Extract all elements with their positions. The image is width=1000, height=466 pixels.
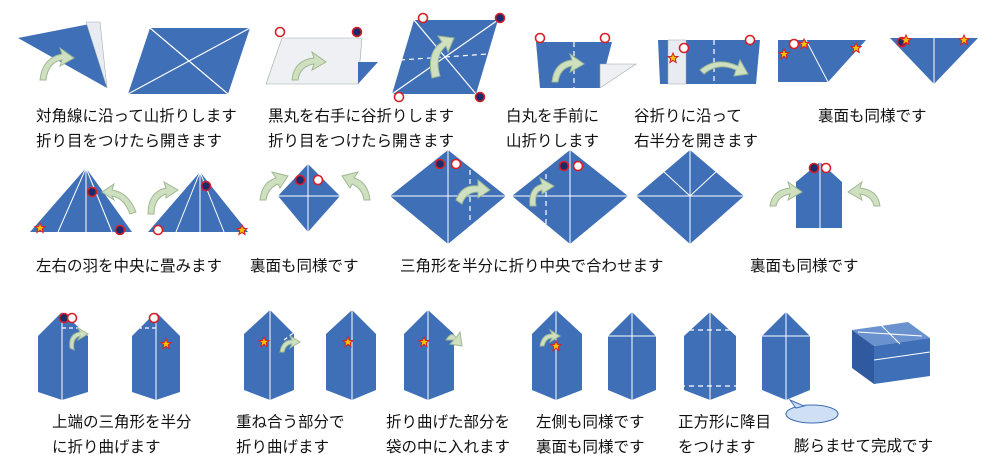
step-1-figure xyxy=(18,21,108,89)
step-13b-figure xyxy=(608,312,656,400)
fold-arrow-icon xyxy=(769,180,803,207)
caption-line: に折り曲げます xyxy=(52,438,161,456)
step-11b-figure xyxy=(326,310,376,400)
step-8b-figure xyxy=(512,150,628,244)
step-12-figure xyxy=(404,310,463,400)
caption-line: 右半分を開きます xyxy=(634,132,759,150)
step-11-figure xyxy=(244,310,317,400)
fold-arrow-icon xyxy=(539,328,561,347)
step-15-figure xyxy=(785,322,931,424)
fold-arrow-icon xyxy=(445,330,463,347)
caption-line: 山折りします xyxy=(506,132,600,150)
fold-arrow-icon xyxy=(429,35,455,79)
caption-line: 折り目をつけたら開きます xyxy=(36,132,223,150)
caption-step-12: 折り曲げた部分を 袋の中に入れます xyxy=(386,410,510,460)
step-9-figure xyxy=(769,162,881,228)
caption-line: 対角線に沿って山折りします xyxy=(36,107,237,125)
caption-step-7: 裏面も同様です xyxy=(250,254,359,279)
step-2b-figure xyxy=(391,12,506,103)
caption-line: 裏面も同様です xyxy=(818,107,927,125)
fold-arrow-icon xyxy=(341,171,371,201)
caption-line: 上端の三角形を半分 xyxy=(52,413,192,431)
fold-arrow-icon xyxy=(455,178,491,205)
step-7-figure xyxy=(259,164,371,232)
fold-arrow-icon xyxy=(847,180,881,207)
fold-arrow-icon xyxy=(291,50,327,81)
caption-line: 左側も同様です xyxy=(536,413,645,431)
caption-step-2: 黒丸を右手に谷折りします 折り目をつけたら開きます xyxy=(268,104,454,154)
fold-arrow-icon xyxy=(147,180,179,215)
step-6b-figure xyxy=(147,171,248,236)
step-13-figure xyxy=(532,310,582,400)
step-10-figure xyxy=(38,312,96,400)
caption-step-15: 膨らませて完成です xyxy=(794,434,933,459)
step-4-figure xyxy=(658,34,760,85)
fold-arrow-icon xyxy=(529,176,555,207)
step-5-figure xyxy=(778,38,866,83)
caption-line: 黒丸を右手に谷折りします xyxy=(268,107,455,125)
caption-line: 折り曲げます xyxy=(236,438,330,456)
step-2-figure xyxy=(265,26,378,85)
white-dot-icon xyxy=(274,26,286,38)
fold-arrow-icon xyxy=(69,326,89,351)
step-1b-figure xyxy=(127,27,251,95)
caption-step-13: 左側も同様です 裏面も同様です xyxy=(536,410,645,460)
caption-step-3: 白丸を手前に 山折りします xyxy=(506,104,599,154)
caption-line: 左右の羽を中央に畳みます xyxy=(36,257,223,275)
caption-line: 三角形を半分に折り中央で合わせます xyxy=(400,257,664,275)
caption-step-9: 裏面も同様です xyxy=(750,254,859,279)
caption-line: 裏面も同様です xyxy=(250,257,359,275)
step-5b-figure xyxy=(890,34,978,84)
black-dot-icon xyxy=(351,26,363,38)
caption-step-11: 重ね合う部分で 折り曲げます xyxy=(236,410,345,460)
caption-step-1: 対角線に沿って山折りします 折り目をつけたら開きます xyxy=(36,104,237,154)
step-14b-figure xyxy=(762,312,810,400)
caption-line: 膨らませて完成です xyxy=(794,437,934,455)
step-8c-figure xyxy=(636,150,744,244)
caption-line: 袋の中に入れます xyxy=(386,438,511,456)
caption-line: 重ね合う部分で xyxy=(236,413,345,431)
step-10b-figure xyxy=(132,312,180,400)
caption-line: 裏面も同様です xyxy=(536,438,645,456)
fold-arrow-icon xyxy=(39,46,75,81)
caption-step-14: 正方形に降目 をつけます xyxy=(678,410,771,460)
speech-bubble-icon xyxy=(785,404,839,424)
caption-line: 折り曲げた部分を xyxy=(386,413,511,431)
caption-line: 正方形に降目 xyxy=(678,413,772,431)
fold-arrow-icon xyxy=(699,58,749,77)
caption-step-10: 上端の三角形を半分 に折り曲げます xyxy=(52,410,192,460)
caption-step-5: 裏面も同様です xyxy=(818,104,927,129)
fold-arrow-icon xyxy=(259,171,289,201)
caption-line: 谷折りに沿って xyxy=(634,107,742,125)
step-8-figure xyxy=(390,150,506,244)
caption-step-4: 谷折りに沿って 右半分を開きます xyxy=(634,104,758,154)
fold-arrow-icon xyxy=(551,52,585,83)
caption-line: をつけます xyxy=(678,438,756,456)
step-14-figure xyxy=(680,312,748,400)
caption-step-8: 三角形を半分に折り中央で合わせます xyxy=(400,254,664,279)
step-3-figure xyxy=(534,32,637,89)
fold-arrow-icon xyxy=(279,334,301,353)
caption-line: 裏面も同様です xyxy=(750,257,859,275)
step-6-figure xyxy=(30,167,137,236)
caption-step-6: 左右の羽を中央に畳みます xyxy=(36,254,222,279)
fold-arrow-icon xyxy=(101,182,137,215)
caption-line: 白丸を手前に xyxy=(506,107,600,125)
caption-line: 折り目をつけたら開きます xyxy=(268,132,455,150)
